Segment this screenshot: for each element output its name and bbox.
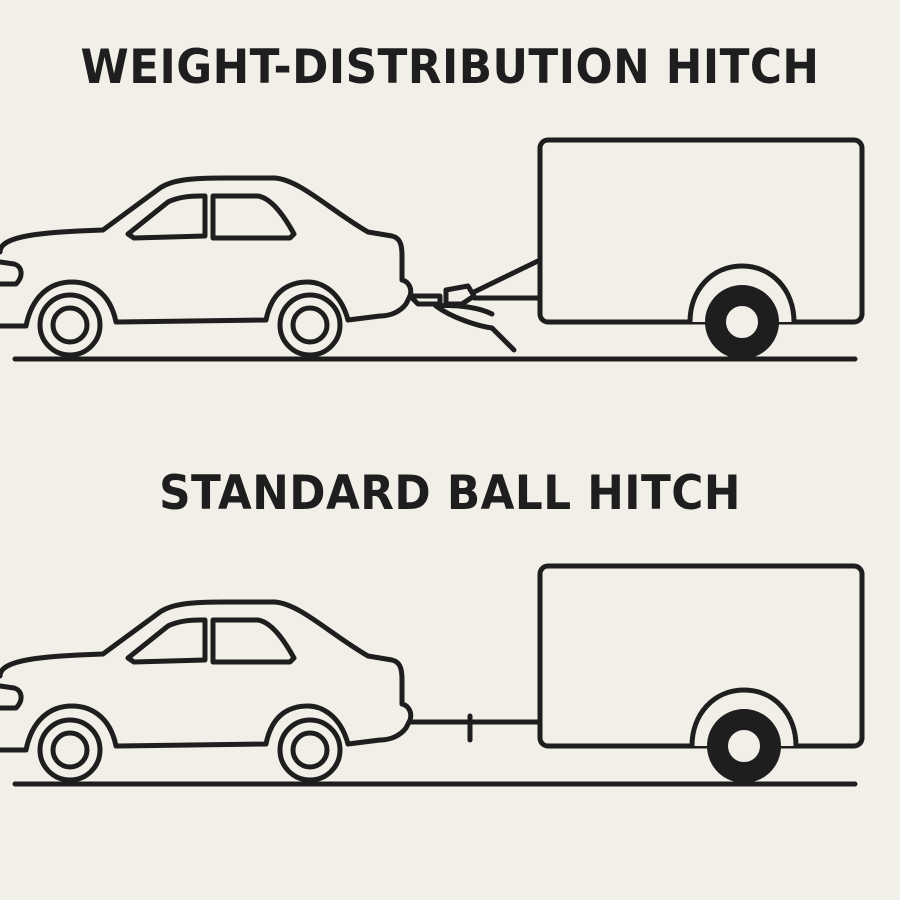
car-front-window <box>125 617 208 665</box>
spring-bar-upper <box>433 303 495 317</box>
ball-hitch <box>407 713 543 743</box>
spring-bar <box>433 303 517 353</box>
trailer-hub <box>722 302 762 342</box>
car-body <box>0 599 414 753</box>
car-headlight <box>0 683 24 711</box>
trailer-hub <box>724 726 764 766</box>
car-headlight <box>0 259 24 287</box>
trailer <box>537 563 865 783</box>
standard-ball-hitch-title: STANDARD BALL HITCH <box>159 466 741 521</box>
car-rear-window <box>210 193 297 241</box>
standard-ball-hitch-scene <box>0 563 865 787</box>
weight-distribution-hitch <box>407 257 543 353</box>
car-rear-hub <box>290 730 330 770</box>
hitch-head <box>443 283 477 307</box>
trailer <box>537 137 865 359</box>
trailer-tongue-upper <box>471 257 543 295</box>
car-rear-wheel <box>277 717 343 783</box>
car-front-window <box>125 193 208 241</box>
car-rear-window <box>210 617 297 665</box>
hitch-receiver <box>407 293 443 307</box>
car-front-wheel <box>37 292 103 358</box>
weight-distribution-scene <box>0 137 865 362</box>
car-front-wheel <box>37 717 103 783</box>
weight-distribution-title: WEIGHT-DISTRIBUTION HITCH <box>80 40 820 95</box>
car-front-hub <box>50 305 90 345</box>
car-rear-wheel <box>277 292 343 358</box>
car-rear-hub <box>290 305 330 345</box>
car <box>0 175 414 358</box>
car <box>0 599 414 783</box>
car-front-hub <box>50 730 90 770</box>
